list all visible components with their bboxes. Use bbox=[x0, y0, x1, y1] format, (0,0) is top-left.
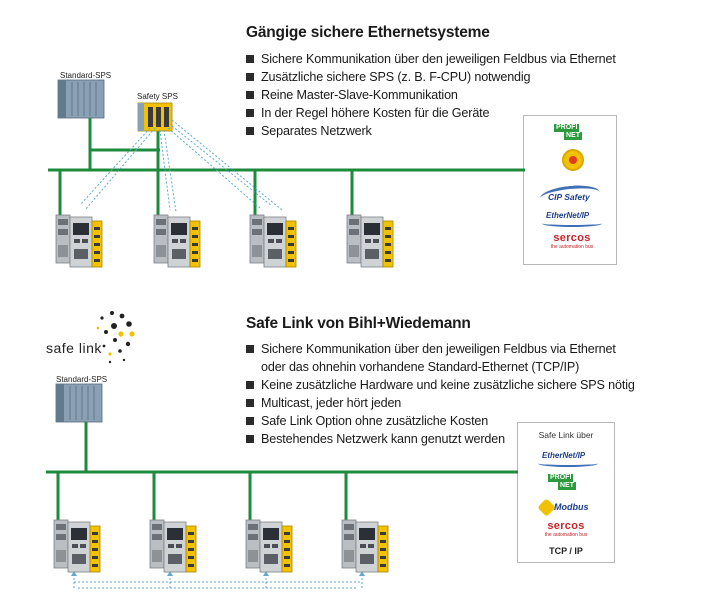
bottom-standard-sps-icon bbox=[55, 383, 103, 423]
bottom-bullet-list: Sichere Kommunikation über den jeweilige… bbox=[246, 340, 646, 448]
sercos-subtext: the automation bus bbox=[550, 244, 594, 250]
ethernet-ip-logo: EtherNet/IP bbox=[534, 449, 604, 467]
bottom-multicast-dashed-links bbox=[73, 574, 363, 589]
top-bullet: Sichere Kommunikation über den jeweilige… bbox=[246, 50, 616, 68]
safe-link-logo-text: safe link bbox=[46, 340, 102, 356]
profinet-logo-line2: NET bbox=[564, 132, 582, 140]
modbus-text: Modbus bbox=[554, 502, 589, 512]
sercos-logo: sercos the automation bus bbox=[536, 521, 596, 543]
bottom-bullet: Sichere Kommunikation über den jeweilige… bbox=[246, 340, 631, 376]
top-protocol-box: PROFI NET CIP Safety EtherNet/IP sercos … bbox=[523, 115, 617, 265]
cip-safety-text: CIP Safety bbox=[548, 192, 590, 202]
top-safety-sps-label: Safety SPS bbox=[137, 92, 178, 101]
profinet-logo-line1: PROFI bbox=[554, 124, 580, 132]
profisafe-emergency-stop-icon bbox=[562, 149, 584, 171]
bottom-bullet: Multicast, jeder hört jeden bbox=[246, 394, 646, 412]
bottom-network bbox=[46, 420, 518, 528]
top-module-1-icon bbox=[55, 214, 103, 268]
ethernet-ip-logo: EtherNet/IP bbox=[538, 209, 608, 227]
top-bullet: In der Regel höhere Kosten für die Gerät… bbox=[246, 104, 616, 122]
bottom-module-3-icon bbox=[245, 519, 293, 573]
bottom-module-4-icon bbox=[341, 519, 389, 573]
bottom-bullet: Keine zusätzliche Hardware und keine zus… bbox=[246, 376, 646, 394]
safe-link-dots-icon bbox=[96, 311, 135, 364]
profinet-logo: PROFI NET bbox=[548, 474, 588, 491]
ethernet-ip-text: EtherNet/IP bbox=[546, 211, 590, 220]
safe-link-logo: safe link bbox=[40, 308, 140, 368]
bottom-bullet: Safe Link Option ohne zusätzliche Kosten bbox=[246, 412, 646, 430]
sercos-text: sercos bbox=[547, 520, 585, 532]
top-bullet: Separates Netzwerk bbox=[246, 122, 616, 140]
modbus-logo: Modbus bbox=[537, 498, 600, 517]
tcp-ip-text: TCP / IP bbox=[549, 546, 583, 556]
top-network bbox=[48, 118, 525, 225]
sercos-text: sercos bbox=[553, 232, 591, 244]
top-module-2-icon bbox=[153, 214, 201, 268]
top-standard-sps-label: Standard-SPS bbox=[60, 71, 112, 80]
top-bullet-list: Sichere Kommunikation über den jeweilige… bbox=[246, 50, 616, 140]
bottom-module-2-icon bbox=[149, 519, 197, 573]
top-module-3-icon bbox=[249, 214, 297, 268]
top-safety-sps-icon bbox=[137, 102, 173, 132]
profinet-logo-line1: PROFI bbox=[548, 474, 574, 482]
top-module-4-icon bbox=[346, 214, 394, 268]
ethernet-ip-text: EtherNet/IP bbox=[542, 451, 586, 460]
sercos-logo: sercos the automation bus bbox=[542, 233, 602, 257]
top-standard-sps-icon bbox=[57, 79, 105, 119]
sercos-subtext: the automation bus bbox=[544, 532, 588, 538]
profinet-logo: PROFI NET bbox=[554, 124, 590, 141]
profinet-logo-line2: NET bbox=[558, 482, 576, 490]
top-safety-dashed-links bbox=[79, 119, 283, 213]
bottom-bullet: Bestehendes Netzwerk kann genutzt werden bbox=[246, 430, 646, 448]
bottom-protocol-box: Safe Link über EtherNet/IP PROFI NET Mod… bbox=[517, 422, 615, 563]
bottom-standard-sps-label: Standard-SPS bbox=[56, 375, 108, 384]
cip-safety-logo: CIP Safety bbox=[538, 182, 608, 209]
safe-link-over-heading: Safe Link über bbox=[538, 430, 594, 440]
bottom-module-1-icon bbox=[53, 519, 101, 573]
top-title: Gängige sichere Ethernetsysteme bbox=[246, 24, 490, 41]
bottom-multicast-arrows bbox=[71, 571, 365, 576]
bottom-title: Safe Link von Bihl+Wiedemann bbox=[246, 315, 471, 332]
top-bullet: Zusätzliche sichere SPS (z. B. F-CPU) no… bbox=[246, 68, 616, 86]
top-bullet: Reine Master-Slave-Kommunikation bbox=[246, 86, 616, 104]
